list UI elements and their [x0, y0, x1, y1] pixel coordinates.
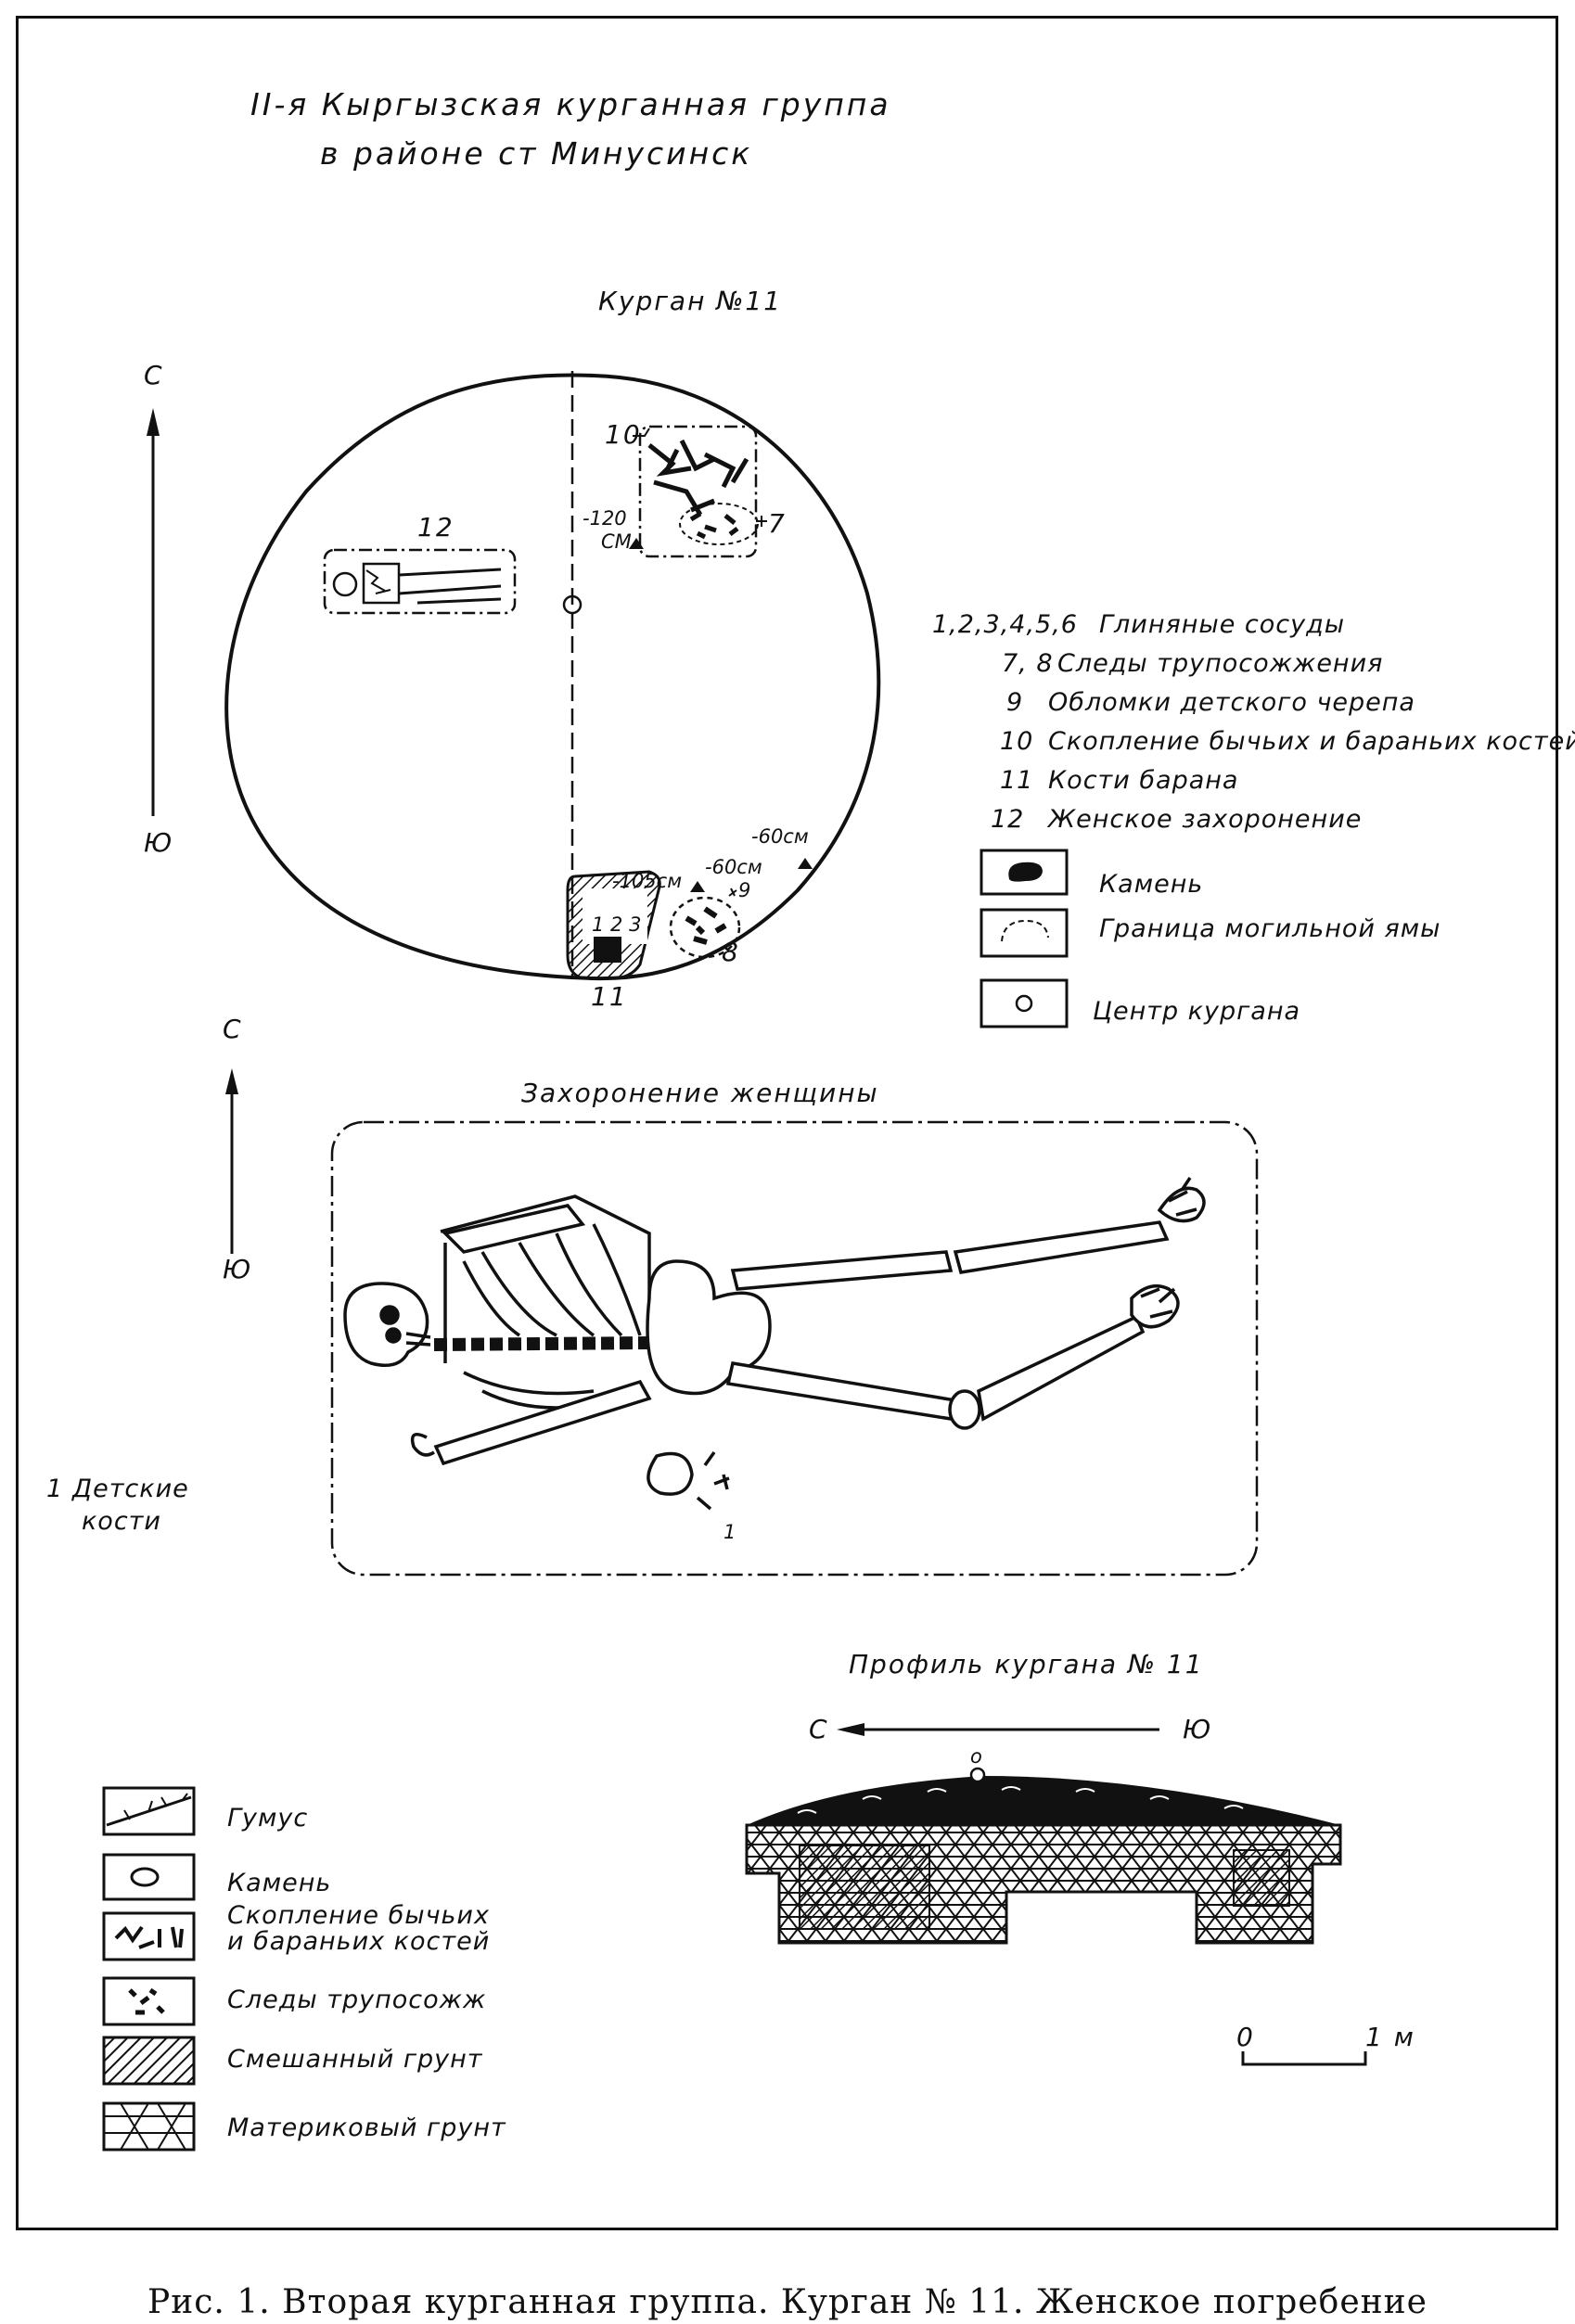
- legend-bedrock-text: Материковый грунт: [227, 2113, 506, 2142]
- profile-left-label: С: [809, 1714, 829, 1744]
- legend-pit-box: [980, 908, 1069, 958]
- legend-cremation-text: Следы трупосожж: [227, 1986, 487, 2014]
- figure-frame: [16, 16, 1558, 2230]
- profile-right-label: Ю: [1183, 1714, 1213, 1744]
- cluster-10-label: 10: [605, 419, 642, 450]
- legend-bone-box: [102, 1911, 196, 1961]
- burial-north-label: С: [223, 1014, 243, 1044]
- legend-center-box: [980, 978, 1069, 1028]
- burial-heading: Захоронение женщины: [521, 1078, 879, 1108]
- plan-heading: Курган №11: [598, 286, 783, 316]
- title-line-2: в районе ст Минусинск: [320, 135, 753, 172]
- pit-105: [566, 870, 661, 980]
- burial-pit-outline: [330, 1120, 1259, 1577]
- north-arrow-burial: [225, 1068, 238, 1254]
- mark-7-label: 7: [768, 508, 787, 539]
- pointer-9: [728, 887, 737, 897]
- skeleton: [343, 1177, 1206, 1511]
- burial-south-label: Ю: [223, 1254, 253, 1284]
- legend-humus-text: Гумус: [227, 1804, 309, 1832]
- cremation-8: [669, 896, 741, 959]
- legend-plan-num-2: 7, 8: [1002, 649, 1054, 678]
- profile-heading: Профиль кургана № 11: [849, 1649, 1204, 1679]
- scale-one-label: 1 м: [1365, 2022, 1415, 2052]
- legend-stone-box-2: [102, 1853, 196, 1901]
- depth-120-unit: СМ: [601, 530, 632, 553]
- north-arrow-plan: [147, 408, 160, 816]
- depth-marker-60a: [690, 881, 705, 892]
- mark-9-label: 9: [738, 879, 751, 901]
- depth-60a-label: -60см: [705, 856, 762, 878]
- legend-center-text: Центр кургана: [1093, 997, 1301, 1026]
- depth-60b-label: -60см: [751, 825, 809, 848]
- child-bones-label-1: Детские: [72, 1475, 189, 1503]
- burial-mark-1: 1: [723, 1521, 736, 1543]
- scale-zero-label: 0: [1236, 2022, 1255, 2052]
- pointer-10: [633, 428, 650, 437]
- burial-pit-12: [323, 548, 517, 615]
- legend-plan-num-3: 9: [1006, 688, 1024, 717]
- bone-cluster-10: [638, 425, 767, 558]
- child-bones-label-2: кости: [82, 1507, 161, 1536]
- legend-plan-text-6: Женское захоронение: [1048, 805, 1363, 834]
- legend-plan-text-4: Скопление бычьих и бараньих костей: [1048, 727, 1575, 756]
- legend-stone-text-2: Камень: [227, 1869, 332, 1897]
- depth-marker-60b: [798, 858, 813, 869]
- legend-bedrock-box: [102, 2101, 196, 2152]
- profile-center-mark: о: [970, 1745, 982, 1768]
- mound-center-icon: [562, 594, 583, 615]
- mound-profile: [745, 1767, 1342, 1945]
- burial-12-label: 12: [417, 512, 455, 543]
- legend-mixed-text: Смешанный грунт: [227, 2045, 483, 2074]
- mound-outline: [224, 373, 881, 981]
- legend-plan-text-3: Обломки детского черепа: [1048, 688, 1415, 717]
- legend-plan-num-6: 12: [991, 805, 1025, 834]
- pot-marks: 1 2 3: [592, 913, 642, 936]
- legend-bone-text-1: Скопление бычьих: [227, 1901, 490, 1930]
- legend-plan-num-4: 10: [1000, 727, 1034, 756]
- legend-pit-text: Граница могильной ямы: [1099, 914, 1441, 943]
- legend-bone-text-2: и бараньих костей: [227, 1927, 491, 1956]
- legend-plan-num-5: 11: [1000, 766, 1034, 795]
- legend-plan-text-5: Кости барана: [1048, 766, 1239, 795]
- legend-mixed-box: [102, 2036, 196, 2086]
- child-bones-num: 1: [46, 1475, 64, 1503]
- mark-8-label: 8: [722, 937, 740, 967]
- depth-marker-120: [629, 538, 644, 549]
- legend-plan-text-2: Следы трупосожжения: [1057, 649, 1384, 678]
- legend-humus-box: [102, 1786, 196, 1836]
- depth-120-label: -120: [583, 507, 627, 530]
- legend-stone-box: [980, 849, 1069, 896]
- legend-plan-num-1: 1,2,3,4,5,6: [932, 610, 1078, 639]
- profile-direction-arrow: [837, 1723, 1159, 1736]
- title-line-1: II-я Кыргызская курганная группа: [250, 86, 891, 122]
- plan-north-label: С: [144, 360, 164, 390]
- legend-plan-text-1: Глиняные сосуды: [1099, 610, 1346, 639]
- mark-11-label: 11: [591, 981, 628, 1012]
- figure-caption: Рис. 1. Вторая курганная группа. Курган …: [147, 2283, 1428, 2321]
- scale-bar: [1241, 2051, 1367, 2066]
- legend-cremation-box: [102, 1976, 196, 2026]
- plan-south-label: Ю: [144, 827, 174, 858]
- depth-105-label: -105см: [612, 870, 683, 892]
- legend-stone-text: Камень: [1099, 870, 1204, 899]
